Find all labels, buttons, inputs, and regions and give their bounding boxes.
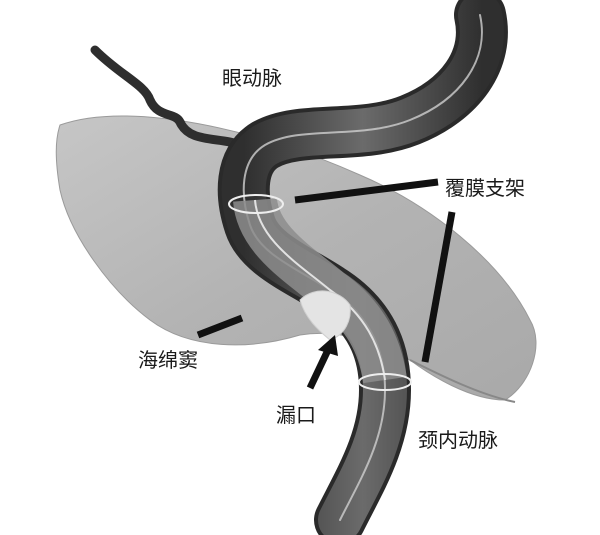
- pointer-fistula-shaft: [306, 348, 332, 390]
- label-cavernous-sinus: 海绵窦: [138, 348, 198, 372]
- stent-top-ring: [228, 194, 284, 214]
- pointer-covered-stent: [294, 178, 439, 204]
- pointer-sinus-wall: [421, 211, 456, 363]
- stent-bottom-ring: [358, 373, 412, 391]
- label-covered-stent: 覆膜支架: [445, 176, 525, 200]
- label-ophthalmic-artery: 眼动脉: [222, 66, 282, 90]
- pointer-cavernous-sinus: [196, 314, 244, 339]
- pointer-fistula-arrowhead: [318, 335, 338, 356]
- fistula-opening: [299, 290, 351, 341]
- label-fistula: 漏口: [276, 403, 316, 427]
- covered-stent-center: [254, 199, 386, 381]
- label-internal-carotid-artery: 颈内动脉: [418, 428, 498, 452]
- sinus-lower-edge: [409, 359, 516, 403]
